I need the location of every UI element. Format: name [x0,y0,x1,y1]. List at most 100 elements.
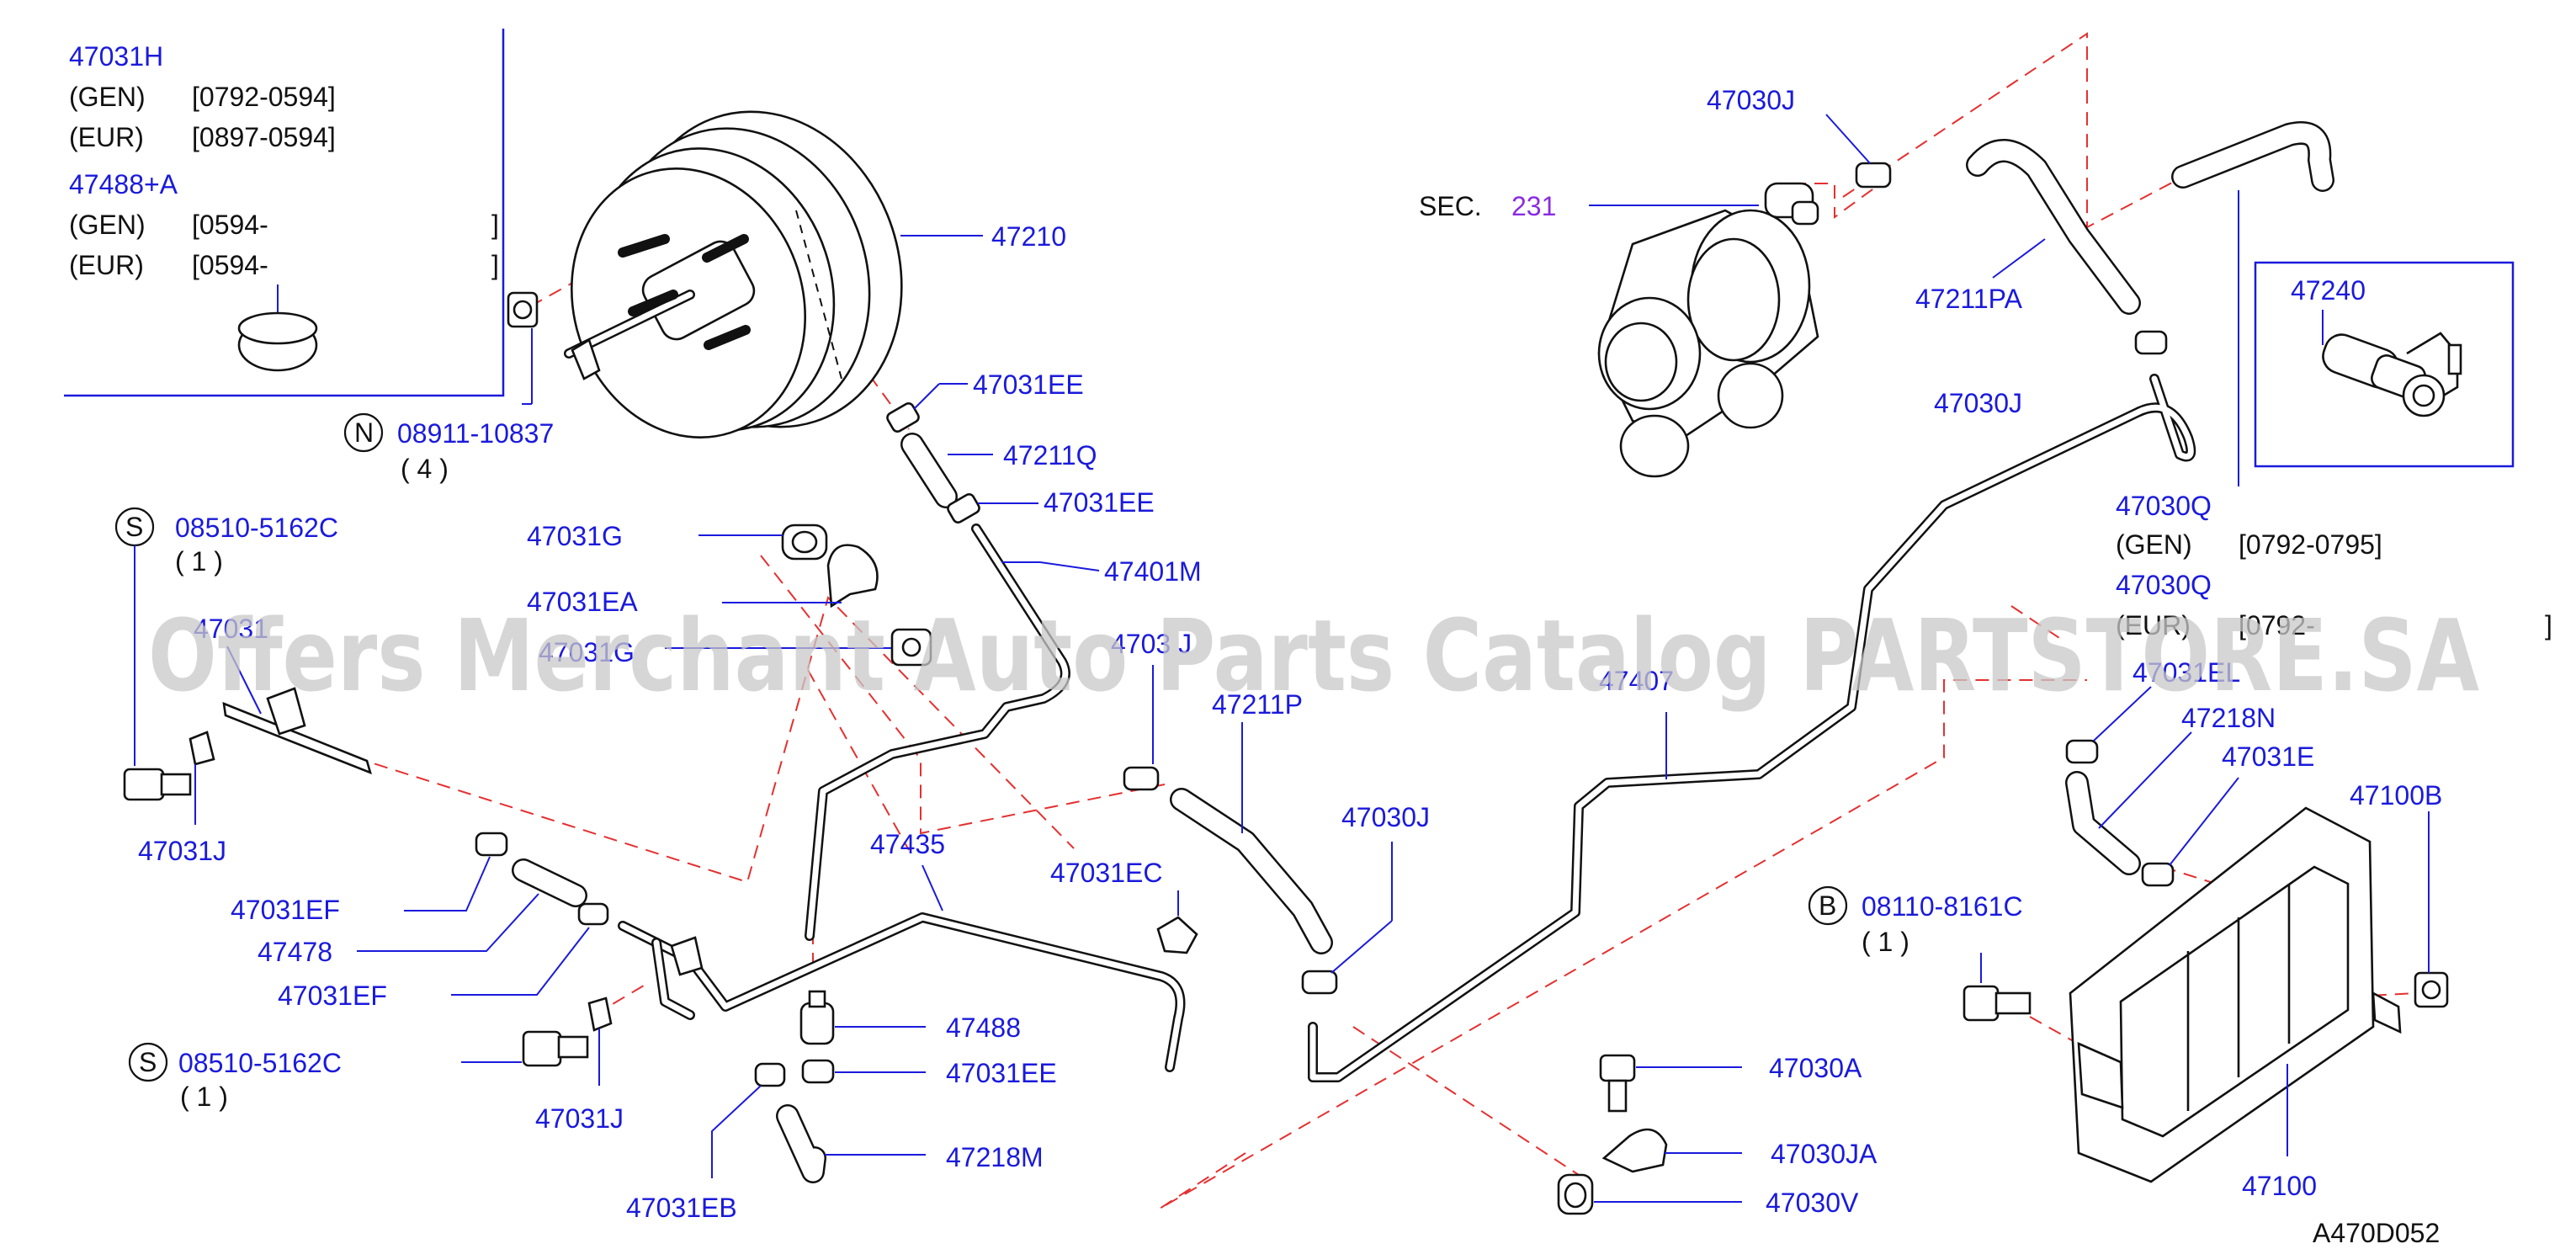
inset-47240: 47240 [2254,261,2515,468]
clamp-47031eb-icon [754,1062,786,1087]
label-47031g-obscured: 47031G [539,637,635,667]
hose-47211p-icon [1170,788,1333,954]
check-valve-47488-icon [799,990,835,1045]
b-circle-icon [1808,885,1848,926]
label-47218m: 47218M [946,1142,1044,1172]
fastener-n: N 08911-10837 ( 4 ) [343,412,554,484]
label-4703j-obscured: 4703 J [1111,629,1192,659]
b-letter: B [1819,890,1836,921]
bolt-s2-icon [522,1030,589,1067]
label-47211p: 47211P [1212,689,1303,720]
legend-part-1-gen: (GEN) [69,82,146,112]
grommet-47031g-icon [781,524,828,561]
clip-47031j-a-icon [189,731,215,766]
clamp-47030j-top-icon [1855,162,1892,189]
clamp-47031ef-b-icon [577,902,609,926]
label-08911-10837: 08911-10837 [397,418,554,449]
inset-border [2254,261,2515,468]
label-47240: 47240 [2291,275,2366,306]
label-47030q-b: 47030Q [2116,570,2212,600]
label-47030q-a: 47030Q [2116,491,2212,521]
nut-47100b-icon [2414,971,2449,1008]
n-circle-icon [343,412,384,453]
legend-part-1-eur: (EUR) [69,122,144,152]
label-47031g: 47031G [527,521,623,551]
label-47031j-a: 47031J [138,836,226,866]
clamp-47031e-icon [2141,862,2175,887]
fastener-b: B 08110-8161C ( 1 ) [1808,885,2023,957]
label-47031ea: 47031EA [527,587,638,617]
hose-47218n-icon [2065,771,2141,875]
bolt-s1-icon [123,768,192,801]
label-47030j-a: 47030J [1341,802,1430,832]
legend-box: 47031H (GEN) [0792-0594] (EUR) [0897-059… [64,29,505,397]
bolt-47030a-icon [1599,1054,1636,1113]
fastener-s-2: S 08510-5162C ( 1 ) [128,1042,342,1112]
legend-part-2-gen-close: ] [491,210,499,240]
clip-47031ea-icon [826,544,879,609]
label-47031-obscured: 47031 [194,614,268,644]
n-letter: N [354,417,374,448]
q-eur-range: [0792- [2239,610,2315,640]
label-47031el: 47031EL [2133,657,2240,688]
label-47031ee-b: 47031EE [1044,487,1155,518]
label-47030j-top: 47030J [1707,85,1795,115]
hose-47211pa-icon [1966,139,2141,315]
s1-letter: S [125,512,143,542]
clamp-47030j-icon [1123,766,1160,791]
legend-part-2: 47488+A [69,169,178,199]
label-47031ec: 47031EC [1050,858,1162,888]
label-47031eb: 47031EB [626,1193,737,1223]
label-47030a: 47030A [1769,1053,1862,1083]
legend-part-2-eur-close: ] [491,250,499,280]
label-47031ee-a: 47031EE [973,369,1084,400]
label-08510-5162c-b: 08510-5162C [178,1048,342,1078]
s1-quantity: ( 1 ) [175,546,223,577]
s2-letter: S [139,1047,157,1077]
bolt-obscured-icon [890,628,932,667]
label-47210: 47210 [991,221,1066,252]
legend-border [64,29,505,397]
sec-prefix: SEC. [1419,191,1482,221]
label-08510-5162c-a: 08510-5162C [175,513,338,543]
sec-number: 231 [1511,191,1556,221]
check-valve-icon [2322,332,2462,417]
bolt-b-icon [1963,985,2032,1022]
legend-part-1-eur-range: [0897-0594] [192,122,336,152]
clamp-47031ef-a-icon [475,832,508,857]
hose-47478-icon [512,858,587,907]
label-08110-8161c: 08110-8161C [1862,891,2023,922]
label-47478: 47478 [258,937,332,967]
b-quantity: ( 1 ) [1862,927,1909,957]
label-47401m: 47401M [1104,556,1202,587]
label-47211pa: 47211PA [1915,284,2023,314]
legend-part-1-gen-range: [0792-0594] [192,82,336,112]
watermark: Offers Merchant Auto Parts Catalog PARTS… [148,598,2479,714]
legend-part-2-eur: (EUR) [69,250,144,280]
grommet-47030v-icon [1557,1173,1594,1215]
hose-47030q-icon [2171,121,2334,192]
s2-quantity: ( 1 ) [180,1082,228,1112]
brake-booster-icon [564,110,903,439]
label-47100b: 47100B [2350,780,2442,811]
legend-part-2-gen-range: [0594- [192,210,268,240]
hose-47211q-icon [886,402,980,524]
q-gen-range: [0792-0795] [2239,529,2382,560]
label-47031ef-b: 47031EF [278,981,387,1011]
clamp-47030j-mid-icon [2134,330,2168,355]
tube-47401m-icon [805,524,1070,941]
clamp-47030j-lower-icon [1301,970,1338,995]
n-quantity: ( 4 ) [401,454,449,484]
label-47435: 47435 [870,829,945,859]
label-47031ee-c: 47031EE [946,1058,1057,1088]
label-47211q: 47211Q [1003,440,1097,470]
label-47031j-b: 47031J [535,1103,624,1134]
label-47031e: 47031E [2222,741,2314,772]
booster-nut-icon [507,291,539,328]
clamp-47031el-icon [2065,739,2099,764]
clip-47030ja-icon [1601,1128,1668,1173]
tube-47435-icon [618,912,1186,1072]
label-47488: 47488 [946,1012,1021,1043]
label-47218n: 47218N [2181,703,2276,733]
